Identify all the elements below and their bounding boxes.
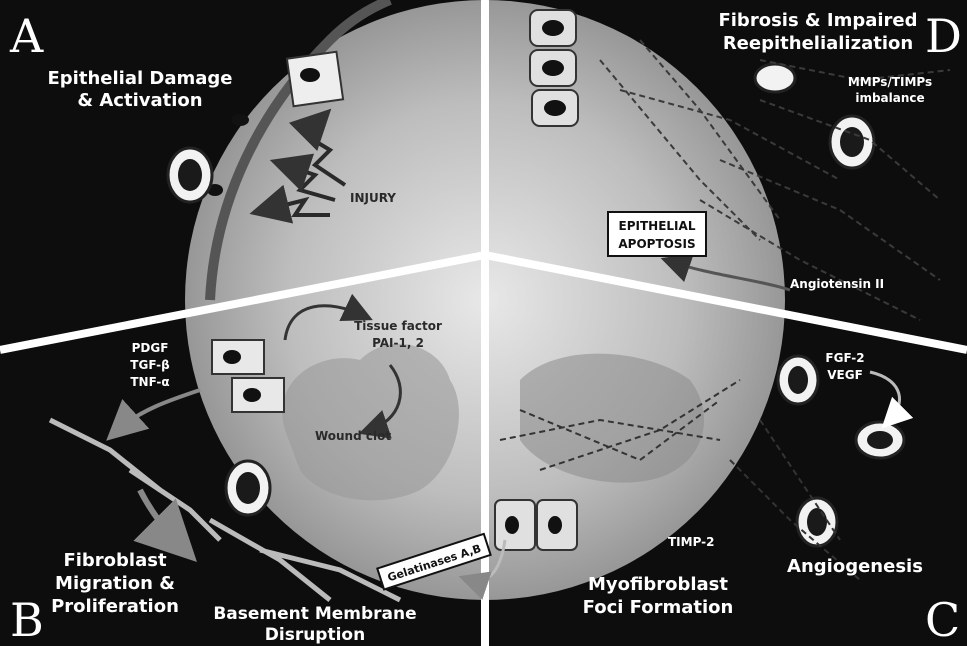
- angiotensin-label: Angiotensin II: [790, 277, 884, 291]
- fibroblast-line3: Proliferation: [51, 596, 179, 617]
- panel-letter-c: C: [925, 593, 960, 646]
- panel-a-title-line1: Epithelial Damage: [48, 68, 233, 89]
- panel-a-title-line2: & Activation: [77, 90, 202, 111]
- growth-factor-1: PDGF: [132, 341, 169, 355]
- panel-letter-d: D: [925, 9, 962, 63]
- blood-cell-a: [168, 148, 212, 202]
- blood-cell-d2: [830, 116, 874, 168]
- basement-line1: Basement Membrane: [213, 604, 416, 624]
- epithelial-cells-c: [495, 500, 577, 550]
- fibroblast-line2: Migration &: [55, 573, 175, 594]
- wound-clot-label: Wound clot: [315, 429, 391, 443]
- fgf-line2: VEGF: [827, 368, 863, 382]
- apoptosis-line2: APOPTOSIS: [618, 237, 695, 251]
- timp-label: TIMP-2: [668, 535, 715, 549]
- growth-factor-3: TNF-α: [130, 375, 169, 389]
- epithelial-cells-d: [530, 10, 578, 126]
- blood-cell-b: [226, 461, 270, 515]
- foci-shape: [520, 354, 704, 483]
- panel-letter-b: B: [10, 593, 44, 646]
- panel-d-title-line2: Reepithelialization: [723, 33, 913, 54]
- fgf-line1: FGF-2: [825, 351, 864, 365]
- myofibroblast-line2: Foci Formation: [583, 597, 734, 618]
- blood-cell-c1: [778, 356, 818, 404]
- angiogenesis-label: Angiogenesis: [787, 556, 923, 577]
- myofibroblast-line1: Myofibroblast: [588, 574, 728, 595]
- panel-letter-a: A: [9, 9, 44, 63]
- panel-d-title-line1: Fibrosis & Impaired: [718, 10, 917, 31]
- blood-cell-c2: [856, 422, 904, 458]
- mmps-line2: imbalance: [855, 91, 924, 105]
- tissue-factor-line2: PAI-1, 2: [372, 336, 424, 350]
- apoptosis-line1: EPITHELIAL: [619, 219, 696, 233]
- mmps-line1: MMPs/TIMPs: [848, 75, 932, 89]
- tissue-factor-line1: Tissue factor: [354, 319, 442, 333]
- fibroblast-line1: Fibroblast: [63, 550, 167, 571]
- injury-label: INJURY: [350, 191, 396, 205]
- growth-factor-2: TGF-β: [130, 358, 170, 372]
- blood-cell-d1: [755, 64, 795, 92]
- basement-line2: Disruption: [265, 625, 365, 645]
